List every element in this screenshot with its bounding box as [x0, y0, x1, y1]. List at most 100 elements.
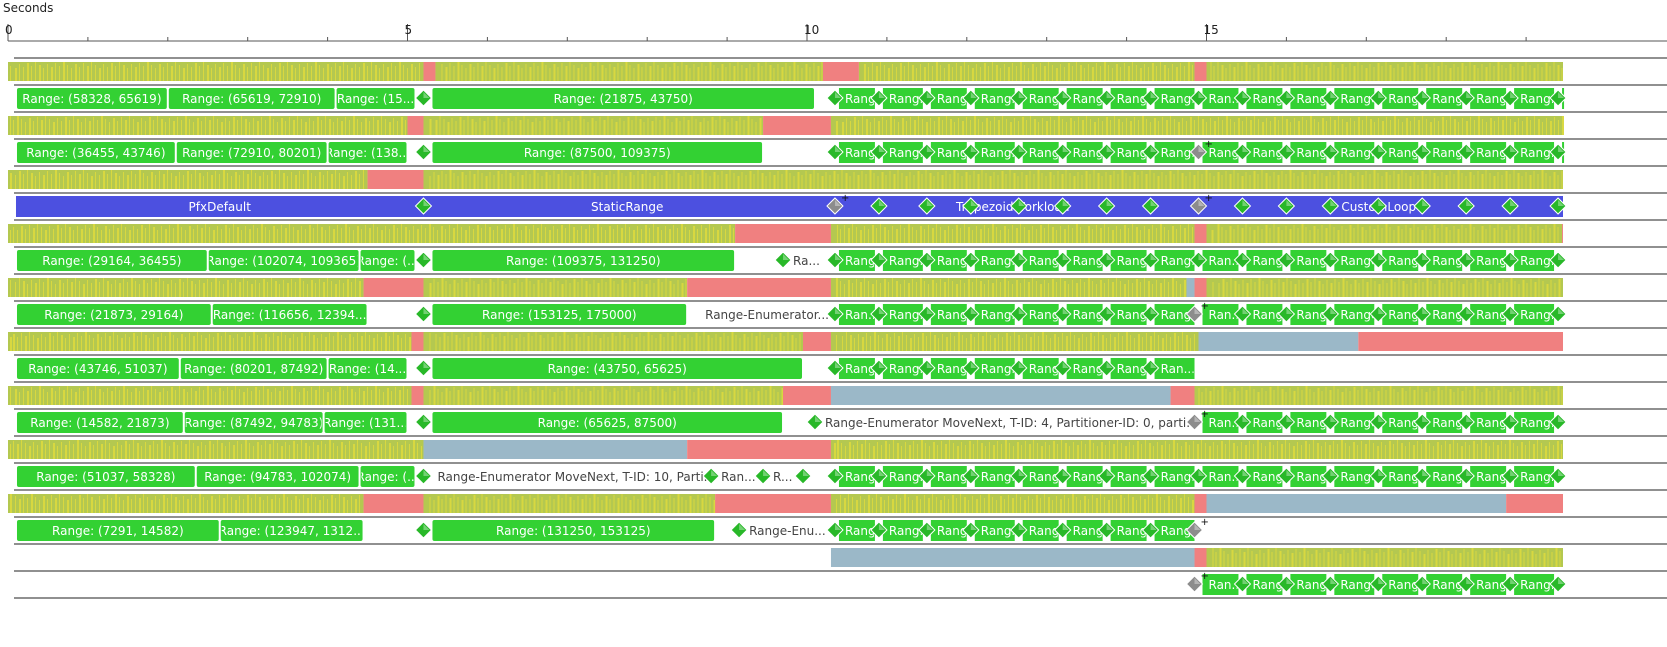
green-event-marker-icon[interactable]: [1549, 251, 1567, 269]
range-chunk-bar[interactable]: [1202, 466, 1239, 487]
range-chunk-bar[interactable]: [1382, 412, 1419, 433]
range-chunk-bar[interactable]: [930, 520, 967, 541]
cpu-segment-run[interactable]: [830, 116, 1563, 135]
green-event-marker-icon[interactable]: [826, 305, 844, 323]
range-chunk-bar[interactable]: [1426, 574, 1463, 595]
green-event-marker-icon[interactable]: [1010, 305, 1028, 323]
green-event-marker-icon[interactable]: [1369, 197, 1387, 215]
green-event-marker-icon[interactable]: [918, 359, 936, 377]
cpu-segment-run[interactable]: [8, 440, 424, 459]
green-event-marker-icon[interactable]: [1277, 89, 1296, 107]
range-chunk-bar[interactable]: [838, 358, 875, 379]
green-event-marker-icon[interactable]: [1501, 305, 1519, 323]
green-event-marker-icon[interactable]: [1097, 89, 1116, 107]
green-event-marker-icon[interactable]: [1501, 575, 1519, 593]
green-event-marker-icon[interactable]: [1141, 467, 1160, 485]
green-event-marker-icon[interactable]: [1097, 197, 1116, 215]
green-event-marker-icon[interactable]: [870, 521, 888, 539]
cpu-segment-block[interactable]: [363, 494, 424, 513]
green-event-marker-icon[interactable]: [414, 197, 433, 215]
range-chunk-bar[interactable]: [1290, 466, 1327, 487]
cpu-segment-block[interactable]: [783, 386, 831, 405]
range-chunk-bar[interactable]: [1066, 250, 1103, 271]
range-chunk-bar[interactable]: [930, 466, 967, 487]
range-chunk-bar[interactable]: [838, 520, 875, 541]
gray-event-marker-icon[interactable]: [1185, 575, 1204, 593]
green-event-marker-icon[interactable]: [1369, 305, 1387, 323]
range-chunk-bar[interactable]: [1334, 574, 1375, 595]
green-event-marker-icon[interactable]: [1053, 89, 1072, 107]
green-event-marker-icon[interactable]: [1369, 413, 1387, 431]
green-event-marker-icon[interactable]: [414, 143, 433, 161]
range-chunk-bar[interactable]: [1334, 304, 1375, 325]
cpu-segment-block[interactable]: [1194, 224, 1207, 243]
range-chunk-bar[interactable]: [1334, 466, 1375, 487]
thread-row[interactable]: Range: (7291, 14582)Range: (123947, 1312…: [8, 489, 1667, 541]
green-event-marker-icon[interactable]: [1369, 251, 1387, 269]
cpu-segment-block[interactable]: [367, 170, 424, 189]
green-event-marker-icon[interactable]: [1097, 359, 1116, 377]
range-bar[interactable]: [16, 304, 211, 325]
range-bar[interactable]: [16, 358, 179, 379]
gray-event-marker-icon[interactable]: [1185, 305, 1204, 323]
range-chunk-bar[interactable]: [838, 88, 875, 109]
cpu-segment-block[interactable]: [1194, 278, 1207, 297]
range-chunk-bar[interactable]: [1334, 142, 1375, 163]
cpu-segment-block[interactable]: [763, 116, 831, 135]
range-chunk-bar[interactable]: [1246, 250, 1283, 271]
range-bar[interactable]: [176, 142, 327, 163]
green-event-marker-icon[interactable]: [794, 467, 812, 485]
range-chunk-bar[interactable]: [1334, 412, 1375, 433]
green-event-marker-icon[interactable]: [1321, 197, 1340, 215]
range-chunk-bar[interactable]: [1290, 88, 1327, 109]
green-event-marker-icon[interactable]: [1277, 575, 1296, 593]
thread-row[interactable]: Range: (43746, 51037)Range: (80201, 8749…: [8, 327, 1667, 379]
gray-event-marker-icon[interactable]: [1189, 197, 1208, 215]
cpu-segment-run[interactable]: [423, 494, 716, 513]
range-chunk-bar[interactable]: [1382, 250, 1419, 271]
green-event-marker-icon[interactable]: [1457, 467, 1475, 485]
range-chunk-bar[interactable]: [1514, 466, 1555, 487]
green-event-marker-icon[interactable]: [1141, 251, 1160, 269]
range-chunk-bar[interactable]: [1202, 250, 1239, 271]
cpu-segment-block[interactable]: [687, 278, 831, 297]
green-event-marker-icon[interactable]: [1369, 575, 1387, 593]
thread-row[interactable]: Range: (58328, 65619)Range: (65619, 7291…: [8, 57, 1667, 109]
range-chunk-bar[interactable]: [1470, 412, 1507, 433]
range-chunk-bar[interactable]: [1426, 466, 1463, 487]
range-bar[interactable]: [432, 520, 715, 541]
range-bar[interactable]: [16, 88, 167, 109]
thread-row[interactable]: Range: (51037, 58328)Range: (94783, 1020…: [8, 435, 1667, 487]
green-event-marker-icon[interactable]: [962, 251, 980, 269]
green-event-marker-icon[interactable]: [826, 143, 844, 161]
range-bar[interactable]: [432, 142, 763, 163]
green-event-marker-icon[interactable]: [1501, 89, 1519, 107]
thread-row[interactable]: Range: (36455, 43746)Range: (72910, 8020…: [8, 111, 1667, 163]
green-event-marker-icon[interactable]: [1233, 251, 1252, 269]
green-event-marker-icon[interactable]: [870, 251, 888, 269]
green-event-marker-icon[interactable]: [1053, 305, 1072, 323]
green-event-marker-icon[interactable]: [1549, 89, 1567, 107]
range-bar[interactable]: [168, 88, 335, 109]
range-chunk-bar[interactable]: [882, 142, 923, 163]
green-event-marker-icon[interactable]: [1010, 251, 1028, 269]
range-bar[interactable]: [16, 250, 207, 271]
green-event-marker-icon[interactable]: [1053, 251, 1072, 269]
range-chunk-bar[interactable]: [1110, 250, 1147, 271]
green-event-marker-icon[interactable]: [414, 413, 433, 431]
green-event-marker-icon[interactable]: [962, 305, 980, 323]
green-event-marker-icon[interactable]: [806, 413, 824, 431]
range-chunk-bar[interactable]: [1022, 358, 1059, 379]
range-bar[interactable]: [432, 304, 687, 325]
green-event-marker-icon[interactable]: [1097, 143, 1116, 161]
green-event-marker-icon[interactable]: [1053, 197, 1072, 215]
green-event-marker-icon[interactable]: [1277, 143, 1296, 161]
range-bar[interactable]: [324, 412, 407, 433]
green-event-marker-icon[interactable]: [1277, 251, 1296, 269]
range-chunk-bar[interactable]: [1426, 250, 1463, 271]
green-event-marker-icon[interactable]: [414, 251, 433, 269]
cpu-segment-block[interactable]: [1194, 494, 1207, 513]
cpu-segment-block[interactable]: [423, 62, 436, 81]
range-bar[interactable]: [220, 520, 363, 541]
green-event-marker-icon[interactable]: [918, 197, 936, 215]
